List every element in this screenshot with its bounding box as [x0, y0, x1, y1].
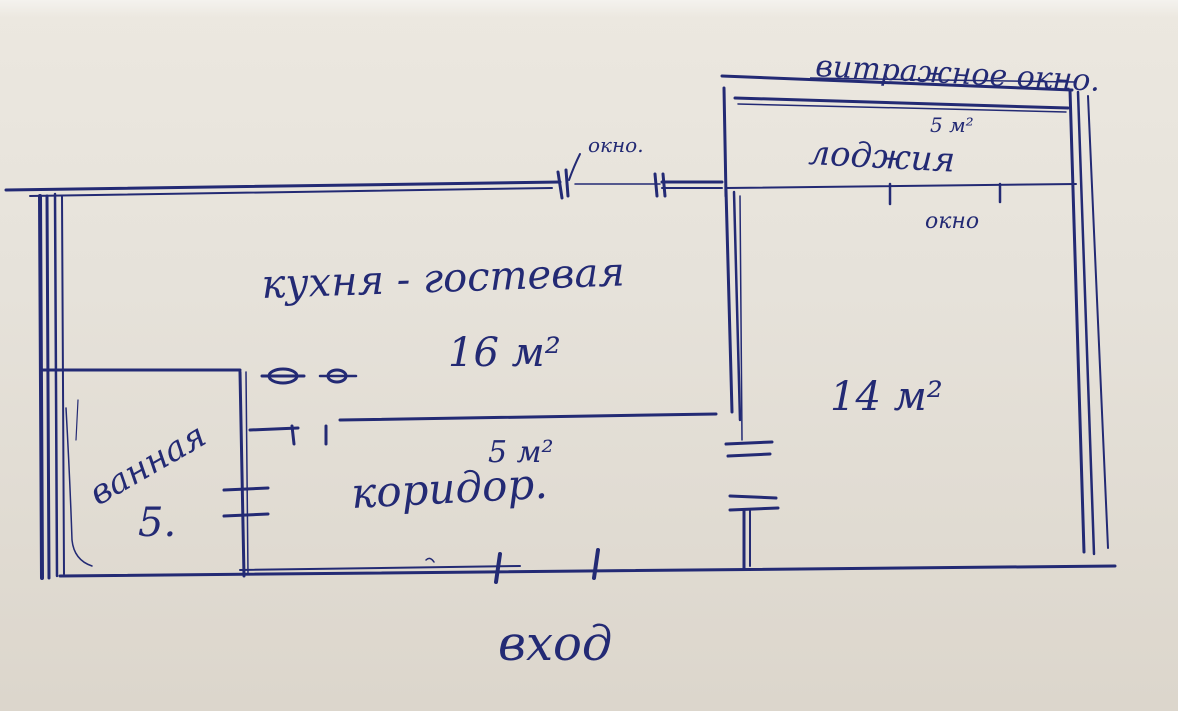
- entrance-label: вход: [498, 616, 612, 672]
- left-wall: [38, 192, 65, 580]
- paper-edge: [0, 0, 1178, 18]
- bottom-wall: [58, 548, 1117, 584]
- corridor-label: коридор.: [350, 459, 549, 518]
- right-wall: [1068, 88, 1109, 556]
- corridor-area-label: 5 м²: [488, 435, 554, 470]
- bathroom-area-label: 5.: [138, 500, 176, 546]
- loggia-area-label: 5 м²: [930, 113, 974, 137]
- top-window-marks: [556, 153, 667, 200]
- bathroom-walls: [40, 368, 270, 578]
- kitchen-label: кухня - гостевая: [261, 249, 626, 308]
- kitchen-room-wall: [724, 188, 780, 570]
- top-window-label: окно.: [588, 133, 644, 157]
- loggia-label: лоджия: [808, 133, 957, 181]
- kitchen-area-label: 16 м²: [448, 330, 561, 376]
- top-wall: [4, 180, 724, 197]
- loggia-outline: [720, 74, 1077, 206]
- vitrine-window-label: витражное окно.: [815, 49, 1101, 99]
- corridor-partition: [248, 367, 718, 446]
- room-area-label: 14 м²: [830, 374, 943, 420]
- right-window-label: окно: [925, 209, 979, 234]
